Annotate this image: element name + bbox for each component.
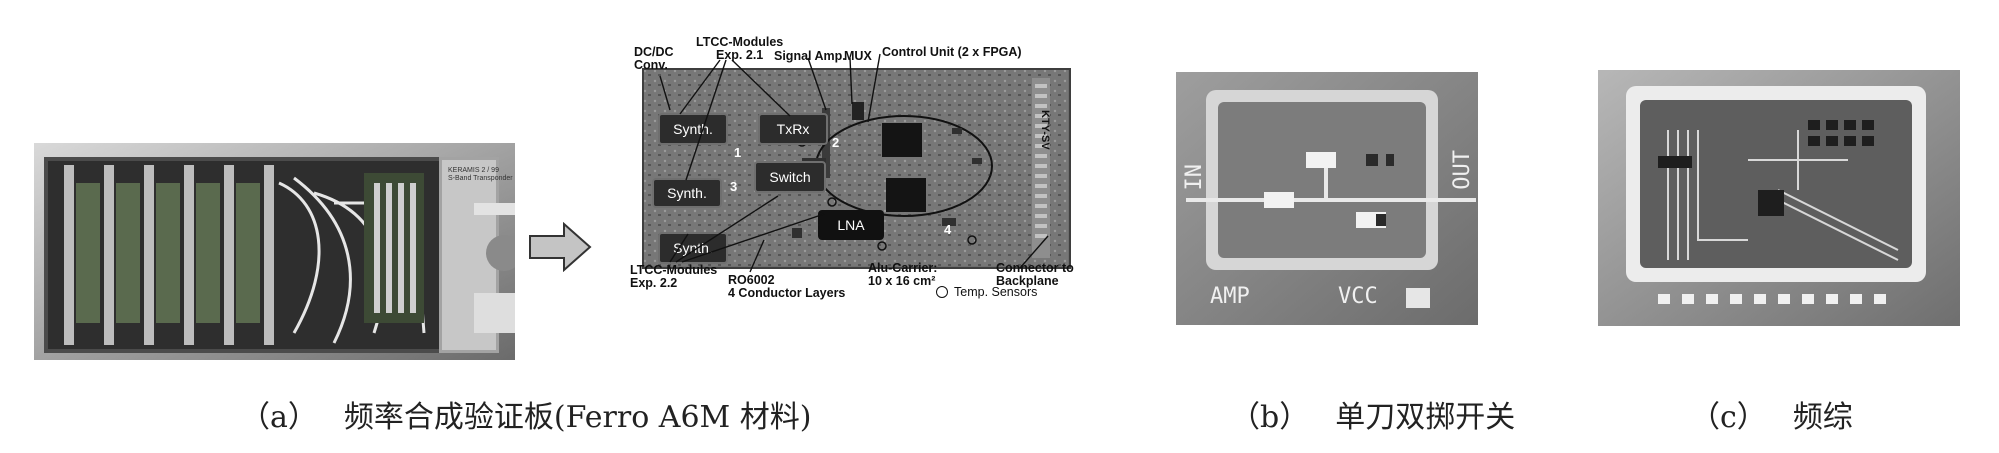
ro6002-label-line-1: RO6002 [728, 273, 775, 287]
alu-carrier-label-line-2: 10 x 16 cm² [868, 274, 936, 288]
temp-sensor-circle-icon [936, 286, 948, 298]
dcdc-label: DC/DC Conv. [634, 46, 674, 72]
spdt-switch-photo: IN OUT AMP VCC [1176, 72, 1478, 325]
chassis-photo: KERAMIS 2 / 99 S-Band Transponder [34, 143, 515, 360]
callout-lines [659, 53, 1049, 273]
lna-chip: LNA [818, 210, 884, 240]
caption-a-text: 频率合成验证板(Ferro A6M 材料) [343, 400, 812, 435]
synth-chip-3: Synth. [658, 232, 728, 264]
control-unit-label: Control Unit (2 x FPGA) [882, 45, 1022, 59]
temp-sensors-label: Temp. Sensors [954, 285, 1038, 299]
connector-label-line-1: Connector to [996, 261, 1074, 275]
ltcc-top-label-line-1: LTCC-Modules [696, 35, 784, 49]
caption-a-label: （a） [240, 400, 318, 435]
right-arrow-icon [529, 222, 592, 272]
marker-4: 4 [944, 222, 952, 237]
out-pad-label: OUT [1450, 150, 1475, 190]
connector-label: Connector to Backplane [996, 262, 1074, 288]
dcdc-label-line-2: Conv. [634, 58, 668, 72]
caption-b-text: 单刀双掷开关 [1335, 400, 1516, 435]
caption-c-label: （c） [1690, 400, 1767, 435]
vcc-pad-label: VCC [1338, 284, 1378, 309]
synthesizer-chip-art [1598, 70, 1960, 326]
chassis-plate-line-1: KERAMIS 2 / 99 [448, 167, 499, 174]
connector-label-line-2: Backplane [996, 274, 1059, 288]
spdt-switch-art [1176, 72, 1478, 325]
ltcc-top-label-line-2: Exp. 2.1 [716, 48, 764, 62]
temp-sensors-legend: Temp. Sensors [936, 286, 1037, 299]
ltcc-bottom-label-line-1: LTCC-Modules [630, 263, 718, 277]
alu-carrier-label: Alu-Carrier: 10 x 16 cm² [868, 262, 937, 288]
ltcc-top-label: LTCC-Modules Exp. 2.1 [696, 36, 783, 62]
signal-amp-label: Signal Amp. [774, 49, 846, 63]
caption-b-label: （b） [1230, 400, 1310, 435]
chassis-plate: KERAMIS 2 / 99 S-Band Transponder [448, 167, 513, 183]
dcdc-label-line-1: DC/DC [634, 45, 674, 59]
caption-c-text: 频综 [1792, 400, 1853, 435]
pcb-diagram: Synth. TxRx Synth. Switch Synth. LNA 1 2… [630, 36, 1080, 306]
switch-chip: Switch [754, 161, 826, 193]
mux-label: MUX [844, 49, 872, 63]
ro6002-label: RO6002 4 Conductor Layers [728, 274, 845, 300]
marker-1: 1 [734, 145, 742, 160]
ro6002-label-line-2: 4 Conductor Layers [728, 286, 846, 300]
in-pad-label: IN [1182, 164, 1207, 191]
synthesizer-chip-photo [1598, 70, 1960, 326]
chassis-plate-line-2: S-Band Transponder [448, 175, 513, 182]
chassis-photo-art [34, 143, 515, 360]
marker-3: 3 [730, 179, 738, 194]
ltcc-bottom-label-line-2: Exp. 2.2 [630, 276, 678, 290]
alu-carrier-label-line-1: Alu-Carrier: [868, 261, 938, 275]
synth-chip-1: Synth. [658, 113, 728, 145]
caption-b: （b） 单刀双掷开关 [1230, 392, 1515, 436]
txrx-chip: TxRx [758, 113, 828, 145]
connector-side-text: KTY-SV [1039, 110, 1051, 150]
ltcc-bottom-label: LTCC-Modules Exp. 2.2 [630, 264, 717, 290]
amp-pad-label: AMP [1210, 284, 1250, 309]
caption-c: （c） 频综 [1690, 392, 1853, 436]
marker-2: 2 [832, 135, 840, 150]
caption-a: （a） 频率合成验证板(Ferro A6M 材料) [240, 392, 812, 436]
